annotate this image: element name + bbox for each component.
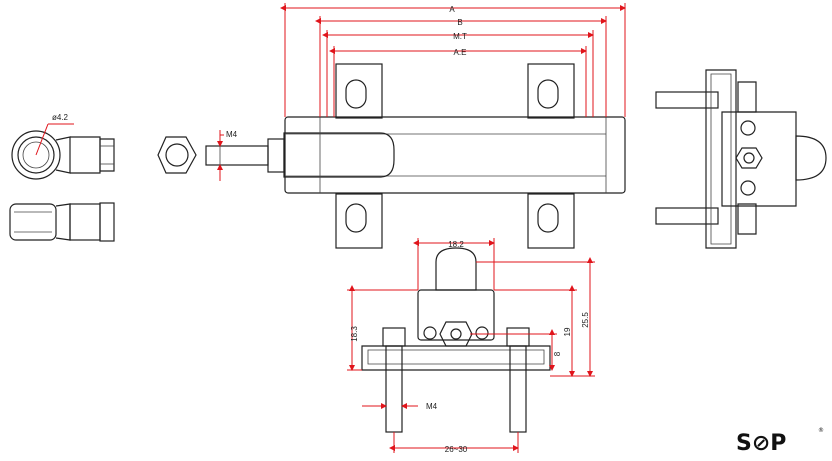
dimension-thread-top [217,130,224,181]
height-8-label: 8 [553,351,562,356]
dimension-8 [470,329,557,371]
dimension-A-label: A [449,5,455,14]
dimension-B [315,16,607,117]
logo-registered-mark: ® [818,427,824,434]
rod-end-front-view [11,123,115,180]
height-19-label: 19 [563,327,572,336]
dimension-AE-label: A.E [454,48,467,57]
hole-diameter-label: ø4.2 [52,113,69,122]
side-view-bottom [361,247,551,433]
width-18-2-label: 18.2 [448,240,464,249]
end-view-right [655,69,827,249]
dimension-19 [494,285,577,377]
dimension-18-3 [347,285,418,371]
dimension-A [280,3,626,117]
height-18-3-label: 18.3 [350,326,359,342]
dimension-AE [329,46,587,117]
thread-bottom-label: M4 [426,402,438,411]
spacing-label: 26~30 [445,445,468,454]
brand-logo: S⊘P ® [736,427,824,456]
dimension-B-label: B [457,18,462,27]
dimension-MT-label: M.T [453,32,467,41]
dimension-18-2 [413,238,495,290]
dimension-25-5 [476,257,595,377]
hex-nut-view [157,136,197,174]
height-25-5-label: 25.5 [581,312,590,328]
thread-top-label: M4 [226,130,238,139]
rod-end-side-view [9,202,115,242]
dimension-MT [322,30,594,117]
dimension-spacing [389,432,519,453]
logo-text: S⊘P [736,431,786,456]
main-top-view [205,63,626,249]
